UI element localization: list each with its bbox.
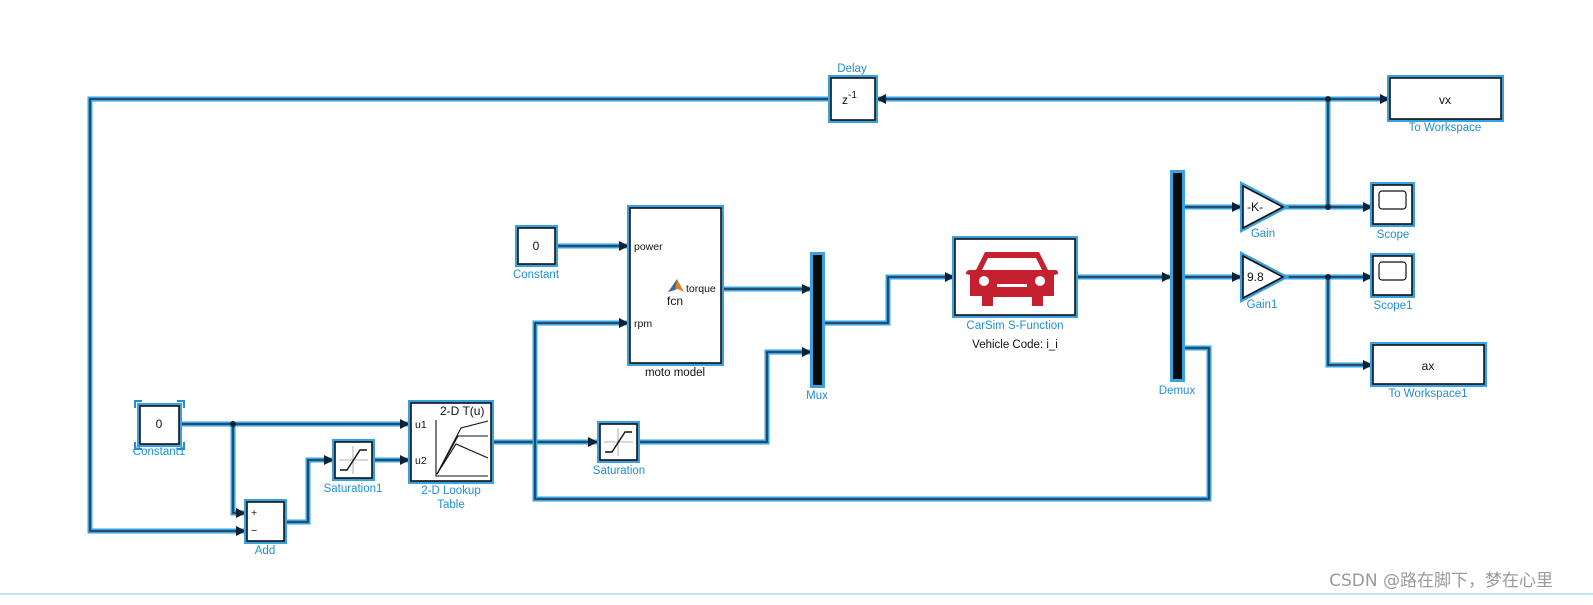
scope1-screen-icon (1378, 261, 1407, 281)
scope1-label: Scope1 (1373, 300, 1412, 312)
constant-label: Constant (513, 269, 560, 281)
delay-label: Delay (837, 63, 867, 75)
constant1-label: Constant1 (133, 446, 185, 458)
add-minus-sign: − (251, 525, 257, 537)
mux-label: Mux (806, 390, 828, 402)
port-u2: u2 (415, 455, 427, 467)
lookup-label-line2: Table (437, 499, 465, 511)
port-rpm: rpm (634, 318, 652, 330)
lookup-curve-icon (435, 420, 489, 477)
lookup-title: 2-D T(u) (440, 404, 484, 418)
selection-corners (134, 400, 185, 450)
to-workspace-vx-block[interactable]: vx To Workspace (1387, 75, 1504, 134)
demux-label: Demux (1159, 385, 1196, 397)
port-torque: torque (686, 283, 716, 295)
add-plus-sign: + (251, 507, 257, 519)
scope-label: Scope (1377, 229, 1410, 241)
fcn-label: fcn (667, 294, 683, 308)
gain-label: Gain (1251, 228, 1275, 240)
scope1-block[interactable]: Scope1 (1370, 253, 1415, 312)
moto-model-label: moto model (645, 367, 705, 379)
to-workspace-vx-content: vx (1439, 93, 1451, 107)
port-u1: u1 (415, 419, 427, 431)
arrowheads (236, 94, 1390, 536)
saturation1-block[interactable]: Saturation1 (324, 439, 383, 495)
gain1-block[interactable]: 9.8 Gain1 (1240, 251, 1290, 311)
to-workspace-ax-content: ax (1422, 359, 1435, 373)
carsim-block[interactable]: CarSim S-Function Vehicle Code: i_i (952, 236, 1078, 351)
moto-model-block[interactable]: power rpm torque fcn moto model (627, 205, 724, 379)
saturation-icon (604, 428, 633, 456)
delay-exponent: -1 (848, 90, 857, 101)
saturation1-icon (339, 446, 368, 474)
to-workspace-vx-label: To Workspace (1409, 122, 1482, 134)
demux-block[interactable]: Demux (1159, 170, 1196, 397)
saturation-block[interactable]: Saturation (593, 421, 645, 477)
add-label: Add (255, 545, 275, 557)
gain1-label: Gain1 (1247, 299, 1278, 311)
constant-content: 0 (533, 239, 540, 253)
add-block[interactable]: + − Add (244, 499, 287, 557)
carsim-label: CarSim S-Function (966, 320, 1063, 332)
to-workspace-ax-label: To Workspace1 (1388, 388, 1467, 400)
scope-block[interactable]: Scope (1370, 182, 1415, 241)
gain1-content: 9.8 (1247, 270, 1264, 284)
delay-content: z (842, 93, 848, 107)
mux-block[interactable]: Mux (806, 252, 828, 402)
gain-content: -K- (1247, 200, 1263, 214)
bottom-divider (0, 593, 1593, 595)
matlab-icon (668, 279, 684, 292)
port-power: power (634, 241, 663, 253)
lookup-label-line1: 2-D Lookup (421, 485, 480, 497)
gain-block[interactable]: -K- Gain (1240, 181, 1290, 240)
to-workspace-ax-block[interactable]: ax To Workspace1 (1370, 342, 1487, 400)
lookup-table-block[interactable]: u1 u2 2-D T(u) 2-D Lookup Table (408, 400, 494, 511)
junctions (230, 96, 1331, 427)
constant1-content: 0 (156, 417, 163, 431)
carsim-sublabel: Vehicle Code: i_i (972, 339, 1058, 351)
signal-lines (87, 96, 1388, 534)
constant1-block[interactable]: 0 Constant1 (133, 400, 185, 458)
delay-block[interactable]: z-1 Delay (828, 63, 878, 123)
svg-text:z-1: z-1 (842, 90, 857, 107)
scope-screen-icon (1378, 190, 1407, 210)
saturation-label: Saturation (593, 465, 645, 477)
constant-block[interactable]: 0 Constant (513, 225, 560, 281)
watermark: CSDN @路在脚下，梦在心里 (1329, 571, 1553, 591)
saturation1-label: Saturation1 (324, 483, 383, 495)
car-icon (966, 252, 1058, 306)
